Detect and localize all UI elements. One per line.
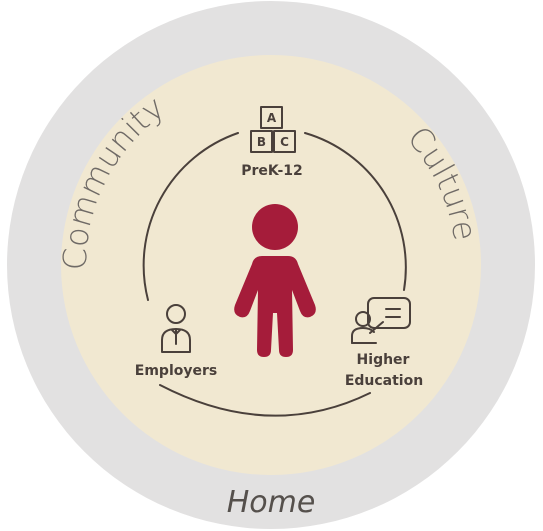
presenter-board-icon bbox=[351, 297, 411, 344]
employee-icon bbox=[161, 304, 191, 353]
connector-arcs bbox=[142, 132, 407, 417]
connector-arc-left bbox=[142, 132, 239, 301]
node-label-employers: Employers bbox=[135, 363, 217, 379]
node-label-prek12: PreK-12 bbox=[241, 163, 303, 179]
node-label-higher: Higher bbox=[357, 352, 410, 368]
node-higher-education: Higher Education bbox=[345, 297, 423, 389]
child-figure-icon bbox=[234, 204, 316, 357]
block-letter-b: B bbox=[257, 135, 266, 149]
node-prek12: A B C PreK-12 bbox=[241, 106, 303, 179]
block-letter-c: C bbox=[280, 135, 289, 149]
connector-arc-bottom bbox=[159, 384, 371, 417]
abc-blocks-icon: A B C bbox=[250, 106, 296, 153]
ring-label-home: Home bbox=[227, 485, 316, 520]
node-employers: Employers bbox=[135, 304, 217, 379]
node-label-education: Education bbox=[345, 373, 423, 389]
connector-arc-right bbox=[304, 132, 407, 291]
block-letter-a: A bbox=[267, 111, 277, 125]
